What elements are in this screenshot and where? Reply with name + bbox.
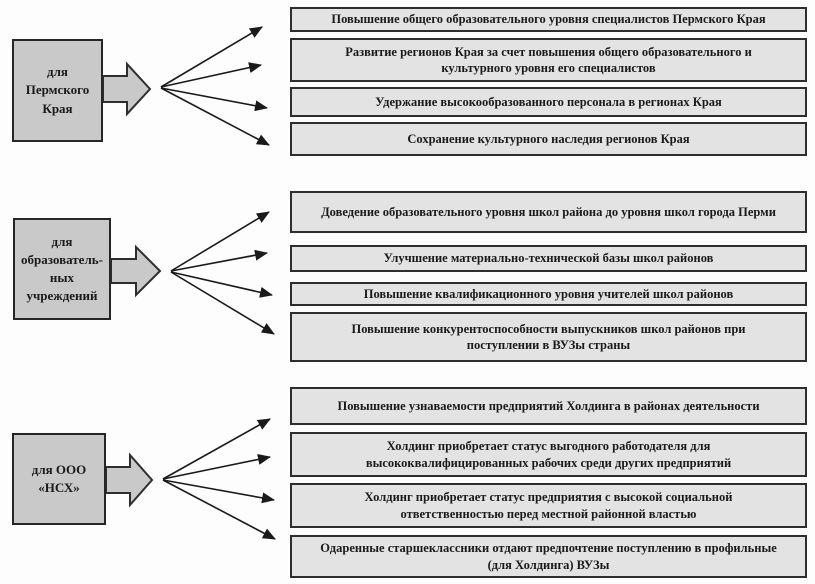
arrow-line xyxy=(162,479,276,540)
target-box: Сохранение культурного наследия регионов… xyxy=(290,122,807,156)
arrow-line xyxy=(170,271,275,335)
arrow-line xyxy=(170,211,270,272)
target-box: Повышение общего образовательного уровня… xyxy=(290,7,807,32)
target-box: Повышение квалификационного уровня учите… xyxy=(290,282,807,306)
target-box: Удержание высокообразованного персонала … xyxy=(290,87,807,117)
arrow-line xyxy=(160,62,262,88)
arrow-line xyxy=(160,87,268,112)
source-box-ooo-nsh: для ООО «НСХ» xyxy=(12,433,106,525)
group3-arrows xyxy=(105,418,276,540)
target-box: Холдинг приобретает статус выгодного раб… xyxy=(290,432,807,477)
block-arrow-icon xyxy=(105,452,154,508)
group1-arrows xyxy=(102,26,270,146)
target-box: Одаренные старшеклассники отдают предпоч… xyxy=(290,535,807,578)
arrow-line xyxy=(160,26,263,88)
target-box: Улучшение материально-технической базы ш… xyxy=(290,245,807,272)
arrow-line xyxy=(162,418,271,480)
group2-arrows xyxy=(110,211,275,335)
target-box: Доведение образовательного уровня школ р… xyxy=(290,191,807,233)
target-box: Развитие регионов Края за счет повышения… xyxy=(290,38,807,82)
arrow-line xyxy=(162,479,275,504)
target-box: Холдинг приобретает статус предприятия с… xyxy=(290,483,807,528)
arrow-line xyxy=(162,454,271,480)
block-arrow-icon xyxy=(110,244,162,298)
source-box-educational-institutions: для образователь- ных учреждений xyxy=(13,218,111,320)
arrow-line xyxy=(160,87,270,146)
target-box: Повышение узнаваемости предприятий Холди… xyxy=(290,387,807,425)
arrow-line xyxy=(170,249,268,272)
source-box-perm-region: для Пермского Края xyxy=(12,39,103,142)
block-arrow-icon xyxy=(102,61,152,117)
arrow-line xyxy=(170,271,273,298)
target-box: Повышение конкурентоспособности выпускни… xyxy=(290,312,807,362)
